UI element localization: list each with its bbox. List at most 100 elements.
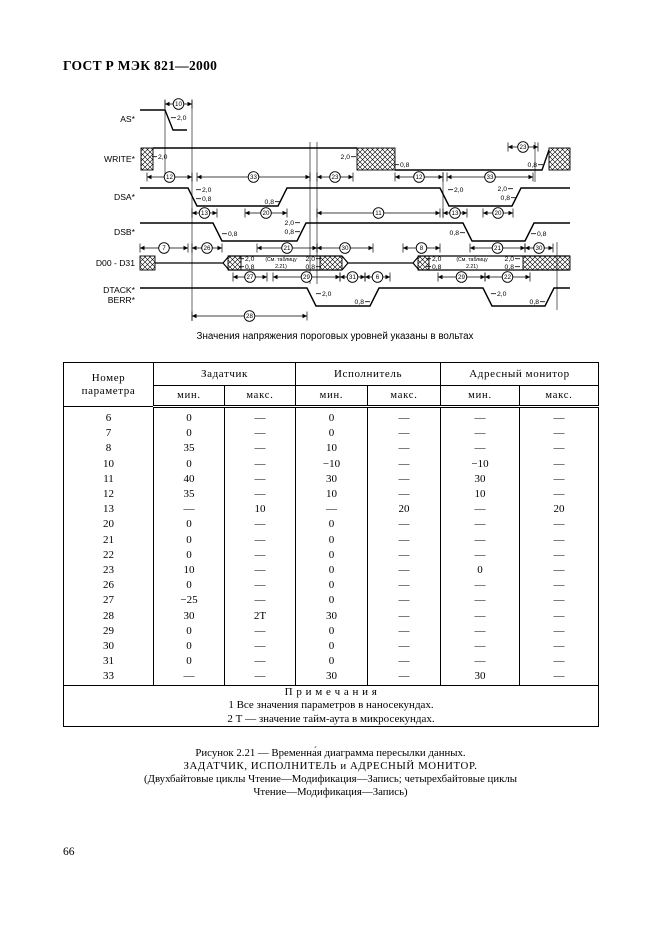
voltage-label: 2,0 xyxy=(152,154,168,161)
table-cell: 23 xyxy=(63,563,154,579)
figure-caption-line4: Чтение—Модификация—Запись) xyxy=(253,786,408,798)
param-callout: 13 xyxy=(442,207,468,219)
signal-labels: AS* WRITE* DSA* DSB* D00 - D31 DTACK* BE… xyxy=(96,114,136,305)
figure-caption-line2: ЗАДАТЧИК, ИСПОЛНИТЕЛЬ и АДРЕСНЫЙ МОНИТОР… xyxy=(183,760,478,772)
signal-label-berr: BERR* xyxy=(108,295,136,305)
table-cell: — xyxy=(366,426,442,442)
dsa-waveform xyxy=(140,187,570,207)
table-cell: 30 xyxy=(153,608,225,624)
table-cell: 35 xyxy=(153,441,225,457)
svg-text:28: 28 xyxy=(246,313,253,320)
table-cell: — xyxy=(366,578,442,594)
param-callout: 6 xyxy=(364,271,391,283)
svg-text:11: 11 xyxy=(375,210,382,217)
svg-text:23: 23 xyxy=(520,144,527,151)
svg-text:0,8: 0,8 xyxy=(501,195,511,202)
svg-text:31: 31 xyxy=(349,274,356,281)
voltage-label: 2,0 xyxy=(306,256,321,263)
table-cell: 0 xyxy=(153,426,225,442)
param-callout: 23 xyxy=(507,141,539,153)
write-low xyxy=(395,149,550,171)
svg-text:20: 20 xyxy=(495,210,502,217)
table-cell: — xyxy=(519,517,600,533)
voltage-label: 2,0 xyxy=(426,256,442,263)
voltage-label: 0,8 xyxy=(306,264,321,271)
figure-caption-line3: (Двухбайтовые циклы Чтение—Модификация—З… xyxy=(143,773,517,785)
param-callout: 31 xyxy=(339,271,366,283)
svg-text:2,0: 2,0 xyxy=(158,154,168,161)
svg-text:0,8: 0,8 xyxy=(265,199,275,206)
param-callout: 8 xyxy=(402,242,441,254)
table-cell: — xyxy=(366,563,442,579)
table-cell: — xyxy=(366,456,442,472)
svg-text:0,8: 0,8 xyxy=(355,299,365,306)
svg-text:30: 30 xyxy=(342,245,349,252)
voltage-label: 2,0 xyxy=(341,154,356,161)
table-cell: — xyxy=(366,471,442,488)
param-callout: 21 xyxy=(256,242,318,254)
table-cell: — xyxy=(224,623,296,640)
svg-text:0,8: 0,8 xyxy=(202,196,212,203)
svg-text:10: 10 xyxy=(175,101,182,108)
table-cell: — xyxy=(224,547,296,564)
svg-text:2,0: 2,0 xyxy=(306,256,316,263)
table-cell: — xyxy=(366,441,442,457)
param-callout: 11 xyxy=(316,207,441,219)
table-cell: 30 xyxy=(440,471,521,488)
svg-text:7: 7 xyxy=(162,245,166,252)
table-cell: 0 xyxy=(153,654,225,670)
table-cell: — xyxy=(224,406,296,427)
svg-text:33: 33 xyxy=(487,174,494,181)
svg-text:0,8: 0,8 xyxy=(450,230,460,237)
table-cell: — xyxy=(224,532,296,548)
svg-text:2,0: 2,0 xyxy=(497,291,507,298)
diagram-caption: Значения напряжения пороговых уровней ук… xyxy=(196,331,474,342)
svg-text:2,0: 2,0 xyxy=(341,154,351,161)
table-cell: — xyxy=(519,623,600,640)
table-cell: — xyxy=(366,593,442,609)
table-cell: — xyxy=(224,578,296,594)
table-cell: 0 xyxy=(153,639,225,655)
col-header-param-number: Номер параметра xyxy=(63,362,154,407)
table-cell: 0 xyxy=(295,578,368,594)
standard-number: ГОСТ Р МЭК 821—2000 xyxy=(63,58,218,73)
table-cell: — xyxy=(366,532,442,548)
table-cell: — xyxy=(224,639,296,655)
param-callout: 30 xyxy=(524,242,554,254)
param-callout: 33 xyxy=(196,171,311,183)
table-cell: 29 xyxy=(63,623,154,640)
table-cell: — xyxy=(366,639,442,655)
voltage-label: 2,0 xyxy=(498,186,513,193)
timing-diagram-svg: AS* WRITE* DSA* DSB* D00 - D31 DTACK* BE… xyxy=(96,98,571,322)
signal-label-dtack: DTACK* xyxy=(103,285,135,295)
svg-text:0,8: 0,8 xyxy=(245,264,255,271)
param-callout: 10 xyxy=(164,98,193,110)
svg-text:20: 20 xyxy=(263,210,270,217)
table-cell: — xyxy=(440,502,521,518)
svg-text:2,0: 2,0 xyxy=(245,256,255,263)
signal-label-dsa: DSA* xyxy=(114,192,136,202)
table-cell: — xyxy=(440,547,521,564)
svg-text:23: 23 xyxy=(332,174,339,181)
parameters-table: Номер параметра Задатчик Исполнитель Адр… xyxy=(62,362,600,728)
param-callout: 29 xyxy=(272,271,341,283)
table-row: 13—10—20—20 xyxy=(63,502,600,518)
table-cell: — xyxy=(366,669,442,686)
voltage-label: 2,0 xyxy=(505,256,520,263)
param-callout: 21 xyxy=(469,242,526,254)
table-cell: — xyxy=(366,608,442,624)
svg-text:0,8: 0,8 xyxy=(306,264,316,271)
signal-label-data-bus: D00 - D31 xyxy=(96,258,135,268)
table-cell: — xyxy=(519,608,600,624)
table-cell: — xyxy=(519,669,600,686)
svg-text:2,0: 2,0 xyxy=(498,186,508,193)
svg-text:0,8: 0,8 xyxy=(537,231,547,238)
param-callout: 12 xyxy=(146,171,193,183)
table-cell: 11 xyxy=(63,471,154,488)
param-callout: 27 xyxy=(232,271,268,283)
